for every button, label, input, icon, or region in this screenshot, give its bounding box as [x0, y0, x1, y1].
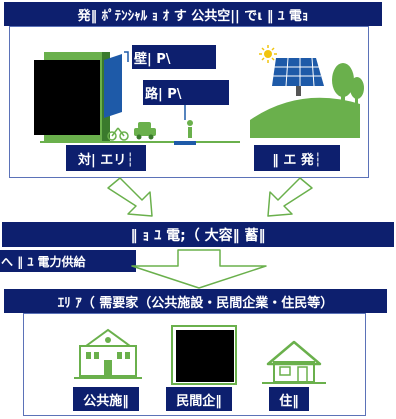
- road-pv-label: 路| P\: [143, 80, 229, 105]
- top-title-bar: 発‖ ﾎﾟﾃﾝｼｬﾙ ｮ ｵ す 公共空|| でι ‖ ﾕ 電ｮ: [4, 2, 382, 26]
- target-area-label-text: 対| エリ┆: [77, 152, 135, 168]
- public-facility-label-text: 公共施‖: [83, 393, 129, 409]
- redacted-block-company: [176, 330, 234, 382]
- road-pv-label-text: 路| P\: [145, 87, 182, 102]
- person-icon: [187, 120, 193, 138]
- bicycle-icon: [107, 127, 129, 141]
- supply-label: へ ‖ ﾕ 電力供給: [0, 250, 136, 272]
- private-company-label-text: 民間企‖: [176, 393, 222, 409]
- wall-pv-label-text: 壁| P\: [134, 51, 171, 67]
- target-area-label: 対| エリ┆: [66, 145, 146, 171]
- resident-label: 住‖: [269, 387, 309, 411]
- hill-shape: [250, 97, 360, 138]
- wall-pv-label: 壁| P\: [132, 45, 216, 69]
- solar-panel-icon: [272, 57, 324, 96]
- public-facility-label: 公共施‖: [73, 387, 139, 411]
- tree-icon-large: [332, 63, 354, 112]
- tree-icon-small: [350, 77, 364, 110]
- top-title-text: 発‖ ﾎﾟﾃﾝｼｬﾙ ｮ ｵ す 公共空|| でι ‖ ﾕ 電ｮ: [77, 8, 309, 24]
- wall-pointer-line: [124, 51, 129, 62]
- generation-label: ‖ エ 発┆: [254, 145, 340, 171]
- demand-bar: ｴﾘ ｱ（ 需要家（公共施設・民間企業・住民等）: [4, 289, 387, 313]
- arrow-down-right-icon: [107, 177, 153, 217]
- sun-icon: [259, 45, 277, 63]
- arrow-down-left-icon: [267, 177, 313, 217]
- road-pv-strip: [174, 141, 196, 145]
- storage-bar-text: ‖ ｮ ﾕ 電;（ 大容‖ 蓄‖: [130, 227, 266, 244]
- generation-label-text: ‖ エ 発┆: [272, 152, 322, 168]
- supply-label-text: へ ‖ ﾕ 電力供給: [1, 254, 86, 269]
- car-icon: [134, 122, 156, 140]
- wall-pv-panel-shape: [104, 54, 122, 118]
- arrow-down-icon: [131, 249, 267, 289]
- storage-bar: ‖ ｮ ﾕ 電;（ 大容‖ 蓄‖: [2, 222, 394, 247]
- private-company-label: 民間企‖: [166, 387, 232, 411]
- demand-bar-text: ｴﾘ ｱ（ 需要家（公共施設・民間企業・住民等）: [57, 295, 334, 311]
- redacted-block-building: [34, 60, 100, 135]
- resident-label-text: 住‖: [279, 393, 299, 409]
